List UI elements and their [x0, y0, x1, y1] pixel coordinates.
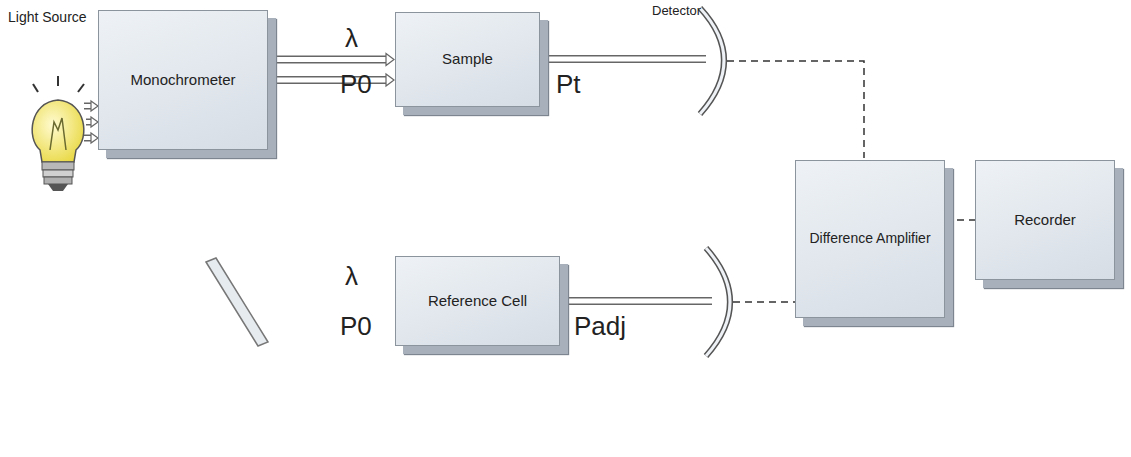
monochromator-box: Monochrometer [98, 10, 268, 150]
beam [549, 59, 712, 301]
arrow-head [386, 74, 394, 86]
amplifier-box: Difference Amplifier [795, 160, 945, 318]
box-label: Difference Amplifier [801, 226, 938, 252]
box-text-group: Reference Cell [420, 288, 535, 315]
box-text-group: Monochrometer [122, 67, 243, 94]
box-text-group: Recorder [1006, 207, 1084, 234]
power-symbol: P0 [340, 312, 372, 341]
box-label: Monochrometer [122, 67, 243, 94]
detector-symbol [700, 8, 730, 356]
mirror [206, 258, 268, 346]
sample-box: Sample [395, 12, 540, 107]
box-text-group: Difference Amplifier [801, 226, 938, 252]
reference-cell-box: Reference Cell [395, 256, 560, 346]
box-label: Reference Cell [420, 288, 535, 315]
light-beam [268, 54, 394, 66]
source-label: Light Source [8, 10, 87, 25]
light-beam [268, 74, 394, 86]
box-text-group: Sample [434, 46, 501, 73]
power-symbol: Pt [556, 70, 581, 99]
light-rays [84, 101, 98, 143]
signal-wire [945, 220, 975, 221]
light-bulb [32, 76, 84, 191]
power-symbol: Padj [574, 312, 626, 341]
power-symbol: P0 [340, 70, 372, 99]
wavelength-symbol: λ [345, 24, 358, 53]
box-label: Sample [434, 46, 501, 73]
recorder-box: Recorder [975, 160, 1115, 280]
box-label: Recorder [1006, 207, 1084, 234]
wavelength-symbol: λ [345, 262, 358, 291]
arrow-head [386, 54, 394, 66]
detector-label: Detector [652, 4, 701, 18]
